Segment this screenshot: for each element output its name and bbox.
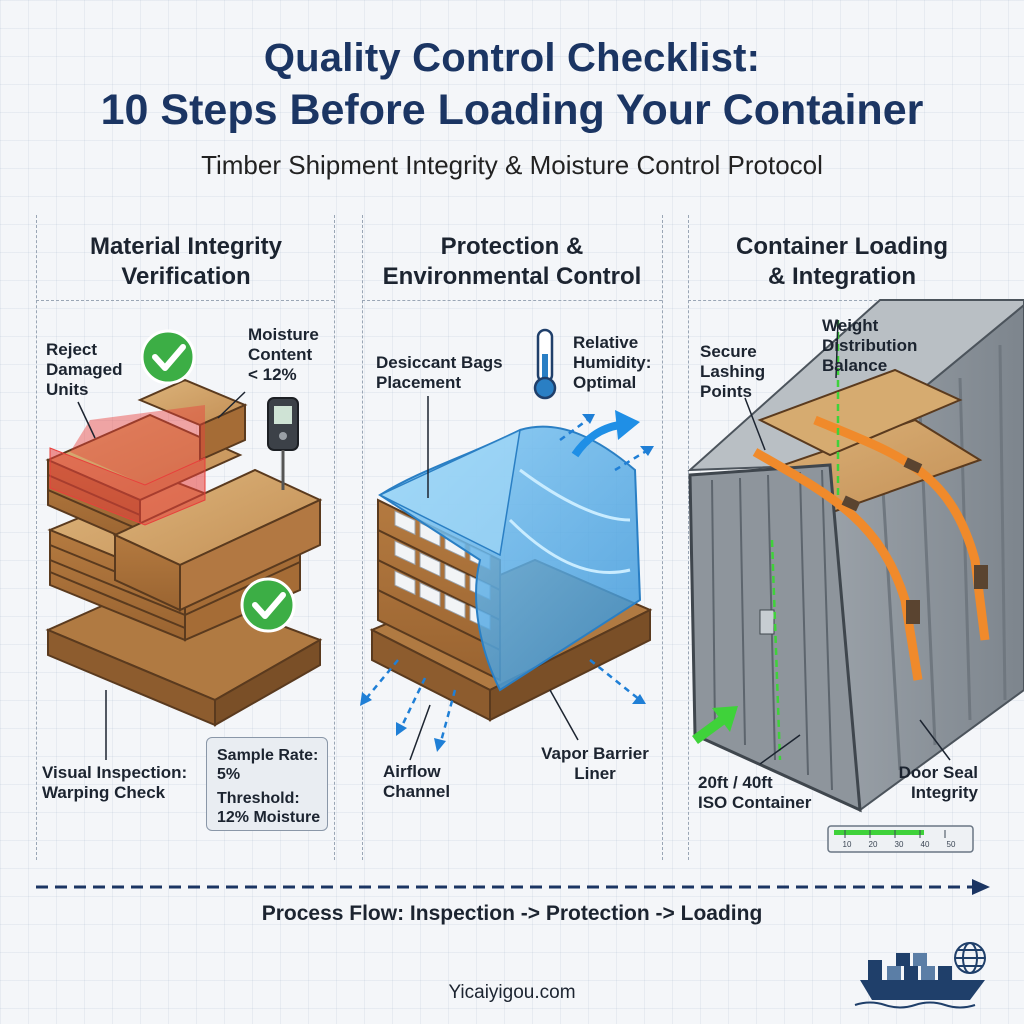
check-icon <box>140 329 196 385</box>
process-flow-arrow <box>36 879 990 895</box>
gauge-tick: 40 <box>920 840 930 849</box>
panel-border <box>662 215 663 860</box>
timber-stack <box>45 378 323 727</box>
page-title-line2: 10 Steps Before Loading Your Container <box>100 86 924 134</box>
lashing-straps <box>752 415 990 681</box>
sample-rate-label: Sample Rate: <box>217 747 319 764</box>
moisture-meter-icon <box>267 397 299 490</box>
sample-info-box: Sample Rate: 5% Threshold: 12% Moisture <box>206 737 328 831</box>
globe-icon <box>954 942 986 974</box>
gauge-tick: 10 <box>842 840 852 849</box>
panel-border <box>688 215 689 860</box>
weight-gauge <box>827 825 974 853</box>
panel-border <box>362 215 363 860</box>
weight-balance-lines <box>770 320 840 761</box>
panel-heading-protection: Protection &Environmental Control <box>382 233 642 290</box>
gauge-tick: 50 <box>946 840 956 849</box>
ship-icon <box>854 953 985 1009</box>
airflow-arrows <box>364 416 649 746</box>
check-icon <box>240 577 296 633</box>
wrapped-pallet <box>369 425 653 722</box>
panel-heading-loading: Container Loading& Integration <box>736 233 948 290</box>
process-flow-label: Process Flow: Inspection -> Protection -… <box>261 902 763 925</box>
gauge-tick: 20 <box>868 840 878 849</box>
panel-divider <box>688 300 1008 301</box>
panel-border <box>334 215 335 860</box>
threshold-label: Threshold: <box>217 790 300 807</box>
label-visual-inspection: Visual Inspection:Warping Check <box>42 763 188 802</box>
loading-arrow <box>692 706 738 745</box>
sample-rate-value: 5% <box>217 766 241 783</box>
panel-divider <box>362 300 662 301</box>
page-title-line1: Quality Control Checklist: <box>263 36 761 80</box>
page-subtitle: Timber Shipment Integrity & Moisture Con… <box>201 150 823 180</box>
gauge-tick: 30 <box>894 840 904 849</box>
threshold-value: 12% Moisture <box>217 809 321 826</box>
panel-divider <box>36 300 334 301</box>
site-footer[interactable]: Yicaiyigou.com <box>448 982 576 1003</box>
panel-border <box>36 215 37 860</box>
thermometer-icon <box>533 328 557 400</box>
gauge-ticks: 10 20 30 40 50 <box>834 840 964 849</box>
